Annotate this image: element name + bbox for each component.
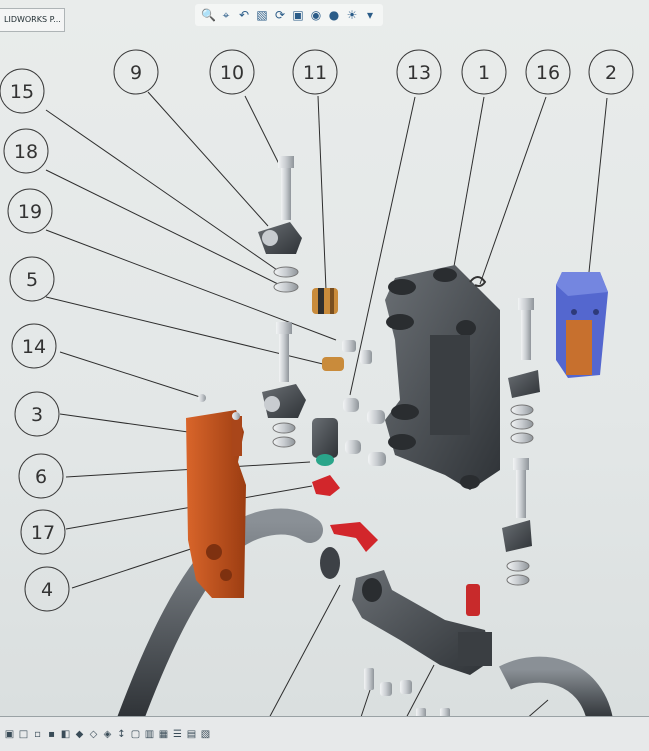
lower-bracket bbox=[352, 570, 492, 675]
blue-block bbox=[556, 272, 608, 378]
red-pin bbox=[466, 584, 480, 616]
main-bracket bbox=[385, 265, 500, 490]
balloon-labels: 9 10 11 13 1 16 2 15 18 19 5 14 3 6 17 4 bbox=[10, 62, 617, 601]
orange-plate-3 bbox=[186, 410, 246, 598]
balloon-11: 11 bbox=[303, 62, 327, 84]
hide-show-icon[interactable]: ◉ bbox=[310, 8, 322, 22]
balloon-2: 2 bbox=[605, 62, 617, 84]
two-view-icon[interactable]: ▥ bbox=[144, 728, 155, 740]
bolt-right-lower bbox=[513, 458, 529, 518]
balloon-circles bbox=[0, 49, 634, 612]
section-view-icon[interactable]: ▧ bbox=[256, 8, 268, 22]
balloon-10: 10 bbox=[220, 62, 244, 84]
previous-view-icon[interactable]: ↶ bbox=[238, 8, 250, 22]
screws-13 bbox=[343, 398, 386, 466]
balloon-17: 17 bbox=[31, 522, 55, 544]
normal-to-icon[interactable]: ↕ bbox=[117, 728, 126, 740]
screw-14 bbox=[198, 394, 206, 402]
standard-views-icon[interactable]: □ bbox=[18, 728, 29, 740]
apply-scene-icon[interactable]: ☀ bbox=[346, 8, 358, 22]
isometric-view-icon[interactable]: ◆ bbox=[75, 728, 84, 740]
edit-appearance-icon[interactable]: ● bbox=[328, 8, 340, 22]
red-lever-17 bbox=[312, 475, 340, 496]
link-views-icon[interactable]: ☰ bbox=[173, 728, 182, 740]
balloon-18: 18 bbox=[14, 141, 38, 163]
window-tab[interactable]: LIDWORKS P... bbox=[0, 8, 65, 32]
balloon-4: 4 bbox=[41, 579, 53, 601]
bearing-11 bbox=[312, 288, 338, 314]
bottom-fasteners bbox=[364, 668, 450, 720]
pin-19 bbox=[342, 340, 356, 352]
balloon-1: 1 bbox=[478, 62, 490, 84]
right-view-icon[interactable]: ◧ bbox=[60, 728, 71, 740]
zoom-to-fit-icon[interactable]: 🔍 bbox=[201, 8, 216, 22]
bottom-toolbar: ▣ □ ▫ ▪ ◧ ◆ ◇ ◈ ↕ ▢ ▥ ▦ ☰ ▤ ▧ bbox=[0, 716, 649, 751]
layout-icon[interactable]: ▤ bbox=[186, 728, 197, 740]
bolt-10 bbox=[278, 156, 294, 220]
clamp-9 bbox=[258, 222, 302, 254]
front-view-icon[interactable]: ▫ bbox=[34, 728, 41, 740]
balloon-3: 3 bbox=[31, 404, 43, 426]
heads-up-view-toolbar: 🔍 ⌖ ↶ ▧ ⟳ ▣ ◉ ● ☀ ▾ bbox=[195, 4, 383, 26]
balloon-5: 5 bbox=[26, 269, 38, 291]
balloon-6: 6 bbox=[35, 466, 47, 488]
view-settings-icon[interactable]: ▾ bbox=[366, 8, 374, 22]
balloon-16: 16 bbox=[536, 62, 560, 84]
top-view-icon[interactable]: ▪ bbox=[48, 728, 55, 740]
balloon-9: 9 bbox=[130, 62, 142, 84]
balloon-19: 19 bbox=[18, 201, 42, 223]
display-style-icon[interactable]: ▣ bbox=[292, 8, 304, 22]
four-view-icon[interactable]: ▦ bbox=[158, 728, 169, 740]
sheet-icon[interactable]: ▧ bbox=[200, 728, 211, 740]
washer-18 bbox=[273, 281, 299, 293]
view-orientation-icon[interactable]: ▣ bbox=[4, 728, 15, 740]
balloon-13: 13 bbox=[407, 62, 431, 84]
brass-nut-5 bbox=[322, 357, 344, 371]
balloon-15: 15 bbox=[10, 81, 34, 103]
washer-15 bbox=[273, 266, 299, 278]
red-handle bbox=[330, 522, 378, 552]
cylinder-6 bbox=[312, 418, 338, 466]
zoom-area-icon[interactable]: ⌖ bbox=[222, 8, 230, 22]
bolt-lower bbox=[276, 322, 292, 382]
trimetric-view-icon[interactable]: ◇ bbox=[89, 728, 98, 740]
rotate-icon[interactable]: ⟳ bbox=[274, 8, 286, 22]
bolt-right-upper bbox=[518, 298, 534, 360]
dimetric-view-icon[interactable]: ◈ bbox=[103, 728, 112, 740]
clip-16 bbox=[469, 276, 487, 287]
clamp-lower bbox=[262, 384, 306, 418]
single-view-icon[interactable]: ▢ bbox=[130, 728, 141, 740]
balloon-14: 14 bbox=[22, 336, 46, 358]
